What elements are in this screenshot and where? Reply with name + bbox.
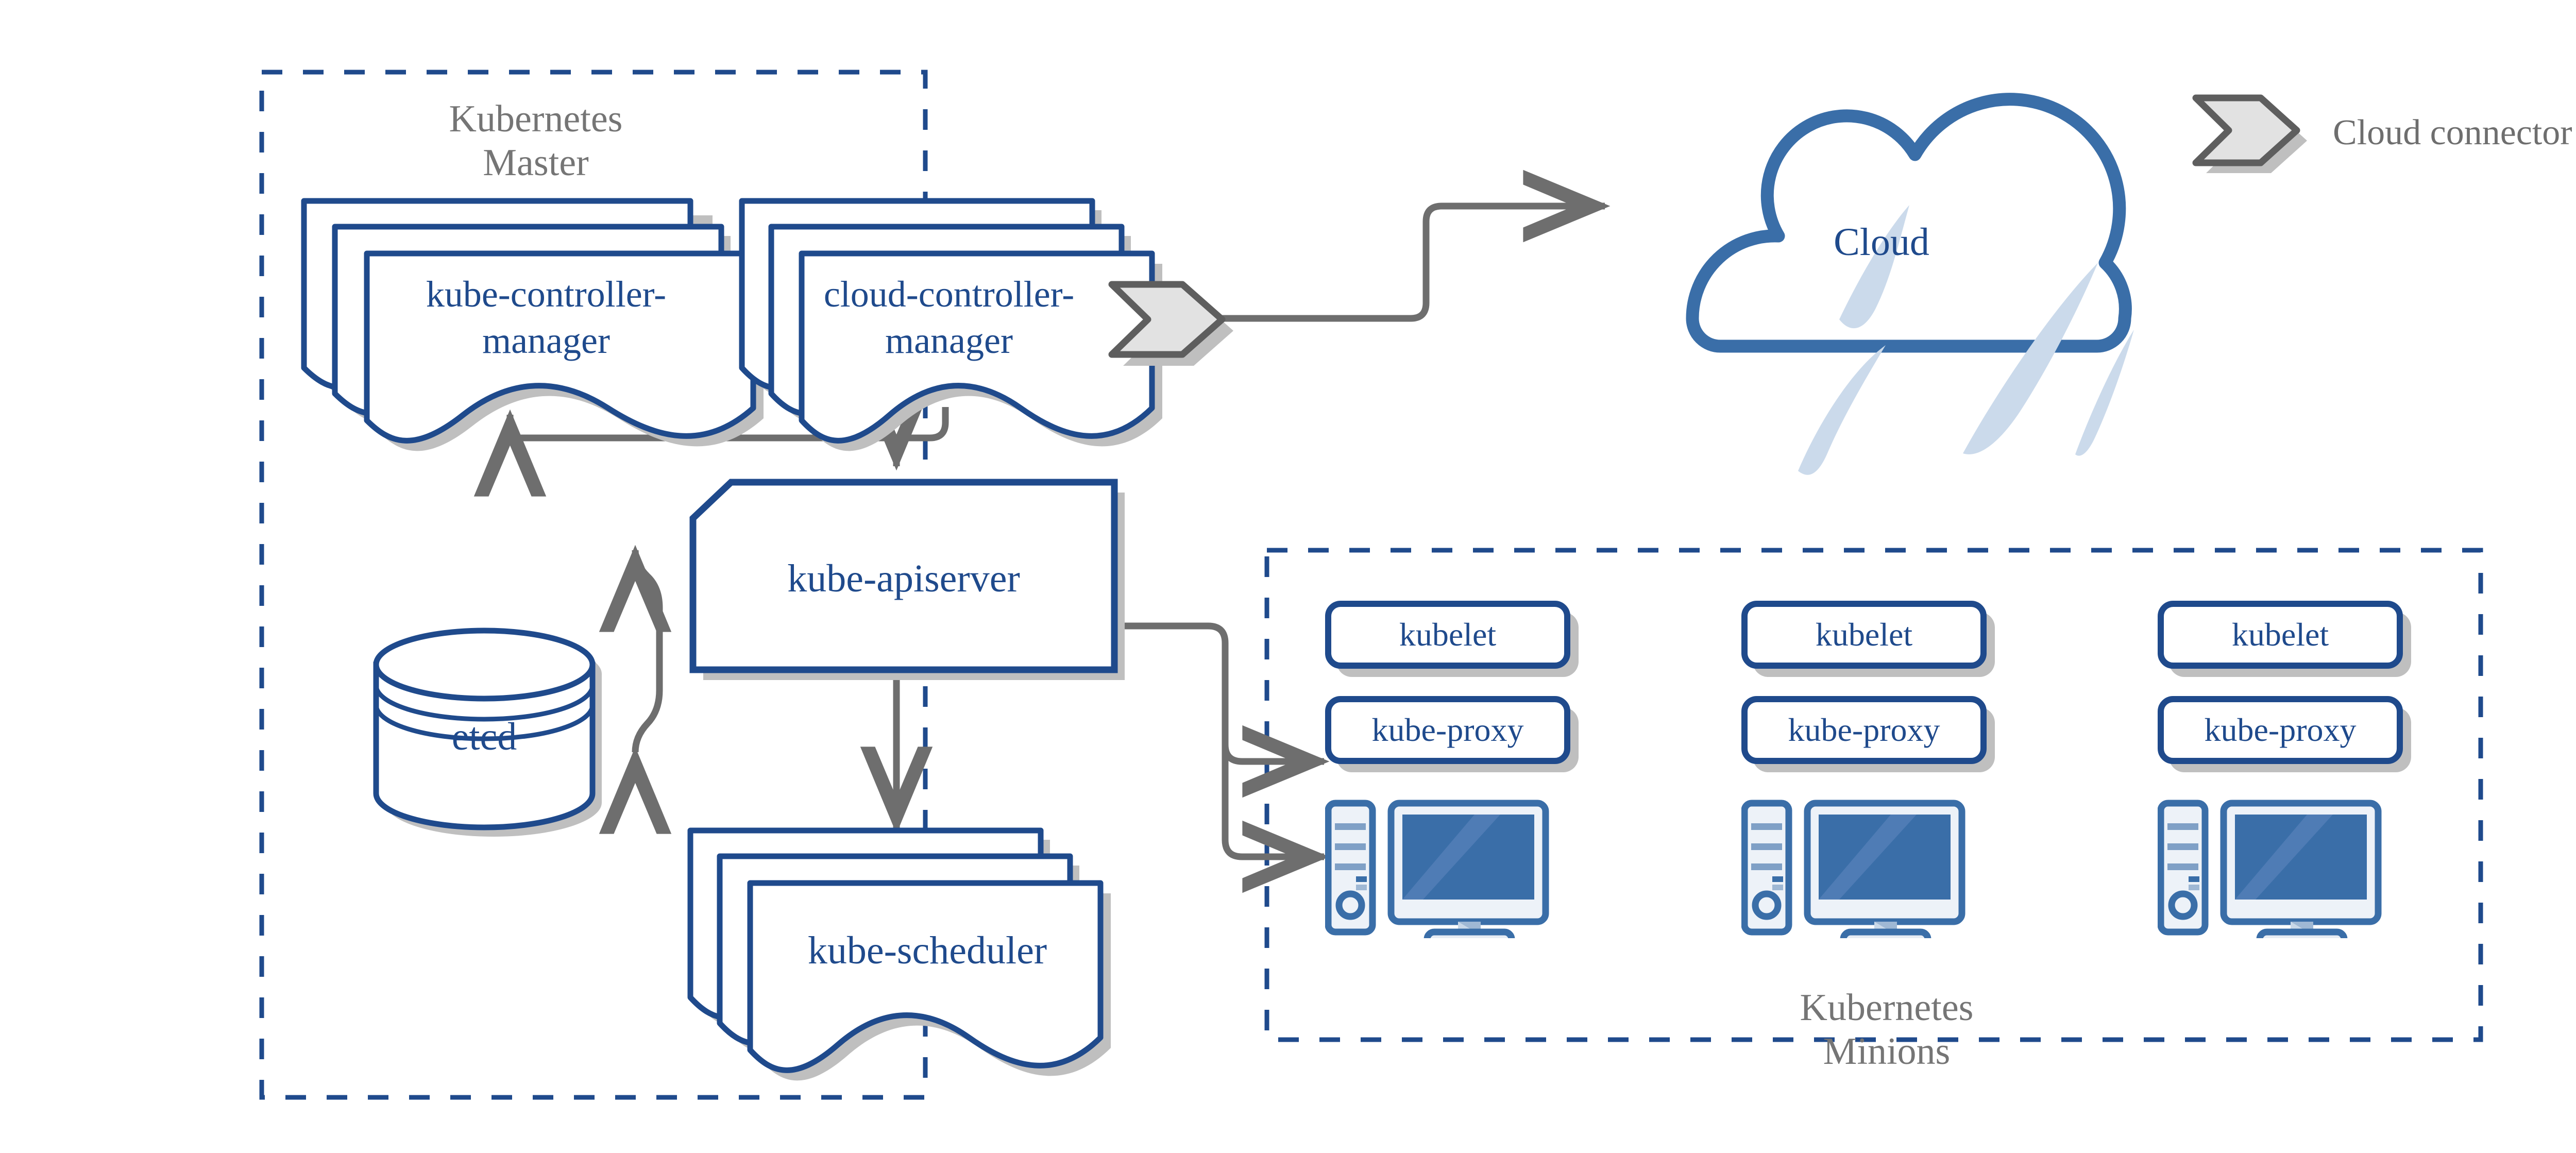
node-kube-apiserver[interactable]: kube-apiserver — [689, 479, 1125, 680]
kube-proxy-box-2[interactable]: kube-proxy — [1741, 696, 1987, 764]
legend-cloud-connector: Cloud connector — [2192, 94, 2572, 173]
kubelet-box-1[interactable]: kubelet — [1325, 601, 1570, 669]
minions-group-boundary — [1264, 548, 2483, 1042]
connector-cloud-controller-manager-to-apiserver — [860, 383, 949, 471]
node-label-kube-apiserver: kube-apiserver — [787, 557, 1020, 600]
node-label-cloud: Cloud — [1834, 221, 1929, 264]
kubelet-box-wrapper-3: kubelet — [2158, 601, 2423, 678]
cloud-highlight — [1798, 205, 2134, 475]
group-label-master-line2: Master — [483, 142, 589, 184]
node-label-kube-controller-manager-line2: manager — [482, 320, 610, 361]
kubelet-box-wrapper-1: kubelet — [1325, 601, 1590, 678]
group-label-minions-line1: Kubernetes — [1800, 987, 1974, 1029]
kube-proxy-box-wrapper-2: kube-proxy — [1741, 696, 2007, 773]
kubelet-box-3[interactable]: kubelet — [2158, 601, 2403, 669]
kube-proxy-label-3: kube-proxy — [2204, 711, 2357, 748]
minion-node-3[interactable]: kubelet kube-proxy — [2157, 601, 2423, 953]
group-label-minions-line2: Minions — [1823, 1030, 1951, 1073]
kubelet-box-2[interactable]: kubelet — [1741, 601, 1987, 669]
kubelet-label-1: kubelet — [1399, 616, 1497, 653]
desktop-computer-icon-1 — [1325, 799, 1590, 953]
node-label-etcd: etcd — [452, 715, 517, 758]
node-label-cloud-controller-manager-line2: manager — [885, 320, 1013, 361]
node-cloud[interactable]: Cloud — [1685, 75, 2185, 475]
node-label-kube-scheduler: kube-scheduler — [808, 929, 1047, 972]
master-group-boundary — [259, 70, 928, 1100]
kube-proxy-box-wrapper-1: kube-proxy — [1325, 696, 1590, 773]
kube-proxy-label-2: kube-proxy — [1788, 711, 1940, 748]
connector-branch-to-kube-proxy — [1222, 721, 1330, 893]
kubelet-label-3: kubelet — [2231, 616, 2329, 653]
node-cloud-controller-manager[interactable]: cloud-controller- manager — [739, 198, 1162, 451]
kube-proxy-box-3[interactable]: kube-proxy — [2158, 696, 2403, 764]
minion-node-2[interactable]: kubelet kube-proxy — [1741, 601, 2007, 953]
kube-proxy-label-1: kube-proxy — [1371, 711, 1524, 748]
node-label-kube-controller-manager-line1: kube-controller- — [426, 274, 666, 315]
connector-etcd-apiserver — [599, 545, 672, 834]
legend-label-cloud-connector: Cloud connector — [2333, 113, 2572, 152]
node-kube-controller-manager[interactable]: kube-controller- manager — [301, 198, 764, 451]
desktop-computer-icon-3 — [2157, 799, 2423, 953]
kubelet-label-2: kubelet — [1815, 616, 1913, 653]
kubelet-box-wrapper-2: kubelet — [1741, 601, 2007, 678]
connector-apiserver-to-minion-services — [1028, 589, 1330, 798]
kube-proxy-box-wrapper-3: kube-proxy — [2158, 696, 2423, 773]
group-label-master-line1: Kubernetes — [449, 98, 623, 140]
node-label-cloud-controller-manager-line1: cloud-controller- — [824, 274, 1074, 315]
cloud-connector-icon-inline — [1108, 281, 1233, 366]
cloud-connector-icon — [2192, 94, 2307, 173]
connector-cloud-connector-to-cloud — [1211, 169, 1611, 322]
kube-proxy-box-1[interactable]: kube-proxy — [1325, 696, 1570, 764]
desktop-computer-icon-2 — [1741, 799, 2007, 953]
node-etcd[interactable]: etcd — [373, 628, 602, 837]
node-kube-scheduler[interactable]: kube-scheduler — [687, 827, 1111, 1081]
minion-node-1[interactable]: kubelet kube-proxy — [1325, 601, 1590, 953]
